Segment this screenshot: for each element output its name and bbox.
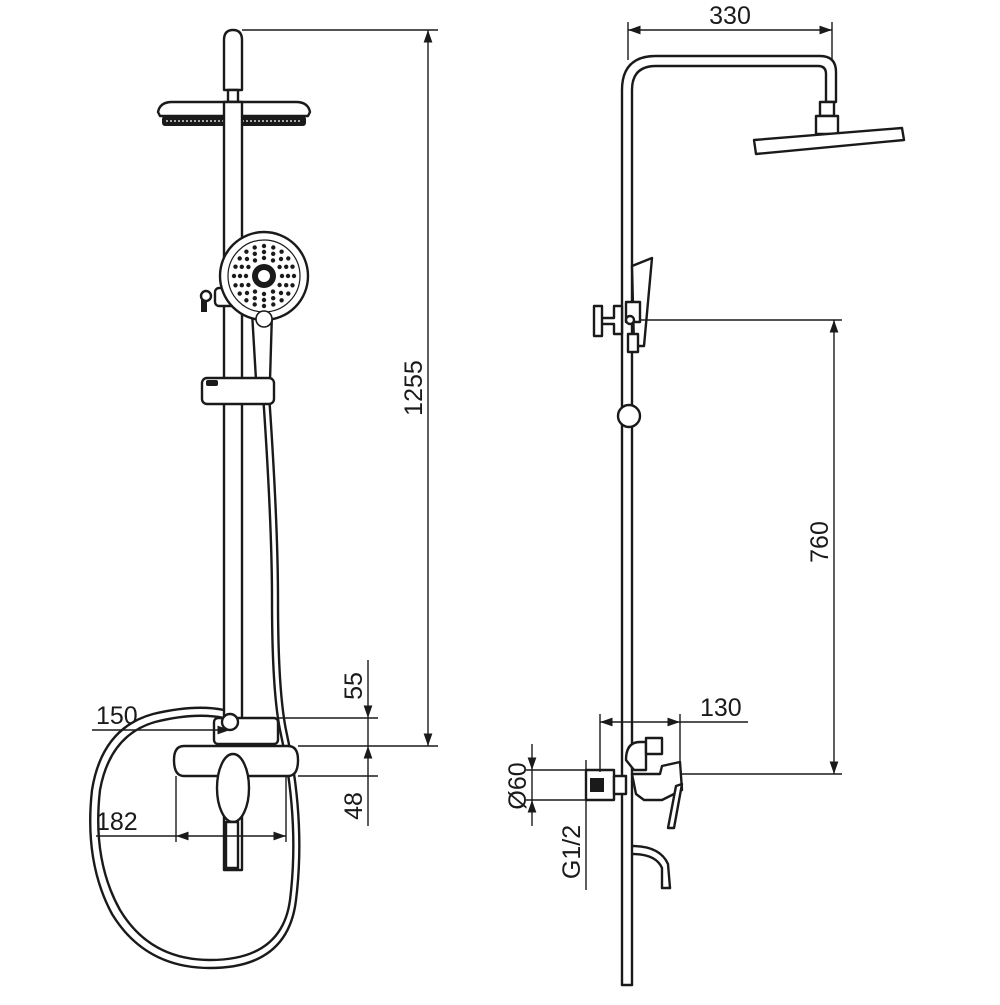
spray-nozzle xyxy=(284,283,289,288)
dim-overall-height: 1255 xyxy=(242,29,438,747)
spray-nozzle xyxy=(261,243,267,249)
spray-nozzle xyxy=(239,283,244,288)
dim-thread-label: G1/2 xyxy=(558,825,586,879)
spray-nozzle xyxy=(270,289,276,294)
spray-nozzle xyxy=(261,291,267,297)
dim-inlet-spacing: 150 xyxy=(92,702,230,735)
spray-nozzle xyxy=(239,264,244,269)
dim-thread: G1/2 xyxy=(558,760,587,890)
spray-nozzle xyxy=(244,256,250,262)
spray-nozzle xyxy=(244,249,249,254)
spray-nozzle xyxy=(290,283,295,288)
spray-nozzle xyxy=(285,273,291,279)
spray-nozzle xyxy=(244,290,250,296)
spray-nozzle xyxy=(252,251,257,256)
side-head-joint xyxy=(814,114,840,136)
spray-nozzle xyxy=(271,251,276,256)
dim-182-label: 182 xyxy=(96,808,138,836)
spray-nozzle xyxy=(261,249,267,255)
front-hose-holder xyxy=(200,376,276,406)
spray-nozzle xyxy=(243,273,249,279)
dim-48-label: 48 xyxy=(340,792,368,820)
spray-nozzle xyxy=(279,273,285,279)
side-rain-shower-head xyxy=(752,126,906,156)
spray-nozzle xyxy=(271,302,276,307)
spray-nozzle xyxy=(277,282,282,288)
dim-330-label: 330 xyxy=(709,2,751,30)
spray-nozzle xyxy=(252,296,257,301)
dim-150-label: 150 xyxy=(96,702,138,730)
dim-55-label: 55 xyxy=(340,672,368,700)
spray-nozzle xyxy=(261,255,267,261)
front-view: 1255 55 48 150 182 xyxy=(89,28,438,970)
front-upper-pipe xyxy=(222,28,244,92)
spray-nozzle xyxy=(286,291,291,296)
spray-nozzle xyxy=(252,245,257,250)
side-mixer-body xyxy=(584,736,684,890)
front-mixer-body xyxy=(172,712,300,870)
dim-slider-height: 760 xyxy=(640,319,842,775)
spray-nozzle xyxy=(246,264,251,270)
front-pipe-joint xyxy=(226,88,240,104)
spray-nozzle xyxy=(278,256,284,262)
spray-nozzle xyxy=(291,273,297,279)
spray-nozzle xyxy=(279,249,284,254)
spray-nozzle xyxy=(284,264,289,269)
spray-nozzle xyxy=(252,289,258,294)
spray-nozzle xyxy=(279,298,284,303)
side-view: 330 760 130 Ø60 G1/2 xyxy=(504,2,906,987)
spray-nozzle xyxy=(278,290,284,296)
dim-130-label: 130 xyxy=(700,694,742,722)
spray-nozzle xyxy=(244,298,249,303)
dim-arm-projection: 330 xyxy=(627,2,833,60)
spray-nozzle xyxy=(237,291,242,296)
spray-nozzle xyxy=(246,282,251,288)
dim-body-width: 182 xyxy=(96,776,287,842)
spray-nozzle xyxy=(252,302,257,307)
dim-wall-offset: 130 xyxy=(599,694,748,772)
spray-nozzle xyxy=(233,264,238,269)
spray-nozzle xyxy=(237,273,243,279)
spray-nozzle xyxy=(231,273,237,279)
dim-1255-label: 1255 xyxy=(400,360,428,416)
dim-diameter-label: Ø60 xyxy=(504,762,532,809)
spray-nozzle xyxy=(286,256,291,261)
spray-nozzle xyxy=(271,296,276,301)
front-hose xyxy=(97,378,295,962)
spray-nozzle xyxy=(252,258,258,263)
dim-body-depth: 55 48 xyxy=(278,660,378,826)
spray-nozzle xyxy=(270,258,276,263)
spray-nozzle xyxy=(233,283,238,288)
front-hand-shower xyxy=(218,230,310,382)
spray-nozzle xyxy=(271,245,276,250)
dim-escutcheon-diameter: Ø60 xyxy=(504,744,590,826)
spray-nozzle xyxy=(237,256,242,261)
side-head-connector xyxy=(818,100,836,118)
spray-nozzle xyxy=(261,303,267,309)
dim-760-label: 760 xyxy=(806,521,834,563)
spray-nozzle xyxy=(290,264,295,269)
side-hand-shower xyxy=(592,256,654,429)
spray-nozzle xyxy=(277,264,282,270)
spray-nozzle xyxy=(261,297,267,303)
side-bath-spout xyxy=(630,844,672,890)
side-shower-arm xyxy=(620,54,838,987)
